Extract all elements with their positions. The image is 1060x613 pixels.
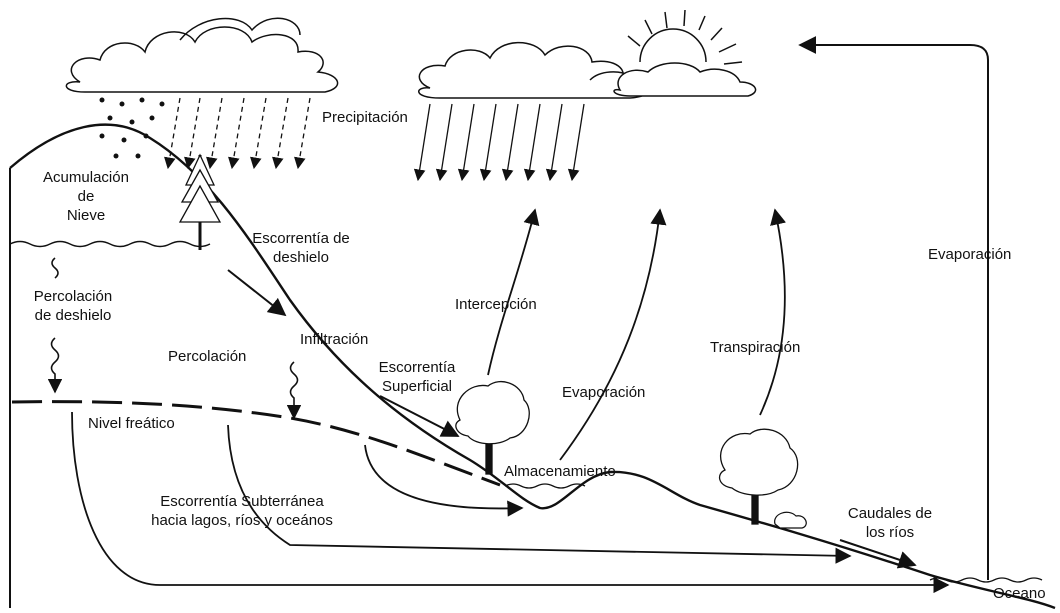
- groundwater-flow-arrow: [71, 411, 950, 594]
- label-snowmelt-runoff: Escorrentía de deshielo: [252, 230, 350, 266]
- label-interception: Intercepción: [455, 296, 537, 313]
- label-water-table: Nivel freático: [88, 415, 175, 432]
- label-river-flow: Caudales de los ríos: [847, 505, 933, 541]
- storage-water: [504, 483, 586, 489]
- label-evaporation-ocean: Evaporación: [928, 246, 1012, 263]
- percolation-squiggle: [286, 361, 302, 420]
- groundwater-flow-arrow: [227, 424, 852, 564]
- deciduous-tree-icon: [718, 428, 799, 525]
- label-groundwater-runoff: Escorrentía Subterránea hacia lagos, río…: [151, 493, 333, 529]
- cloud-icon: [418, 41, 649, 99]
- cloud-icon: [65, 17, 339, 93]
- snowmelt-runoff-arrow: [227, 269, 287, 317]
- transpiration-arrow: [759, 208, 786, 416]
- water-table-line: [11, 400, 501, 487]
- ocean-evaporation-arrow: [798, 36, 989, 580]
- label-transpiration: Transpiración: [710, 339, 801, 356]
- rain-middle: [413, 103, 585, 182]
- evaporation-land-arrow: [559, 208, 667, 461]
- label-percolation: Percolación: [168, 348, 247, 365]
- groundwater-flow-arrow: [364, 444, 524, 517]
- label-snow-accumulation: Acumulación de Nieve: [43, 169, 129, 224]
- percolation-squiggle: [47, 337, 63, 394]
- shrub-icon: [774, 511, 807, 529]
- pine-tree-icon: [178, 153, 222, 250]
- label-evaporation-land: Evaporación: [562, 384, 646, 401]
- snow-particles: [99, 97, 165, 159]
- label-ocean: Oceano: [993, 585, 1046, 602]
- interception-arrow: [487, 208, 540, 376]
- percolation-squiggle: [51, 257, 59, 279]
- deciduous-tree-icon: [455, 381, 530, 475]
- label-precipitation: Precipitación: [322, 109, 408, 126]
- river-flow-arrow: [839, 539, 917, 569]
- snow-line: [9, 240, 211, 248]
- cloud-icon: [613, 62, 757, 97]
- label-infiltration: Infiltración: [300, 331, 369, 348]
- label-snowmelt-percolation: Percolación de deshielo: [33, 288, 113, 324]
- sun-icon: [627, 9, 743, 65]
- label-storage: Almacenamiento: [504, 463, 616, 480]
- rain-left: [164, 97, 311, 170]
- label-surface-runoff: Escorrentía Superficial: [378, 359, 456, 395]
- surface-runoff-arrow: [379, 395, 460, 437]
